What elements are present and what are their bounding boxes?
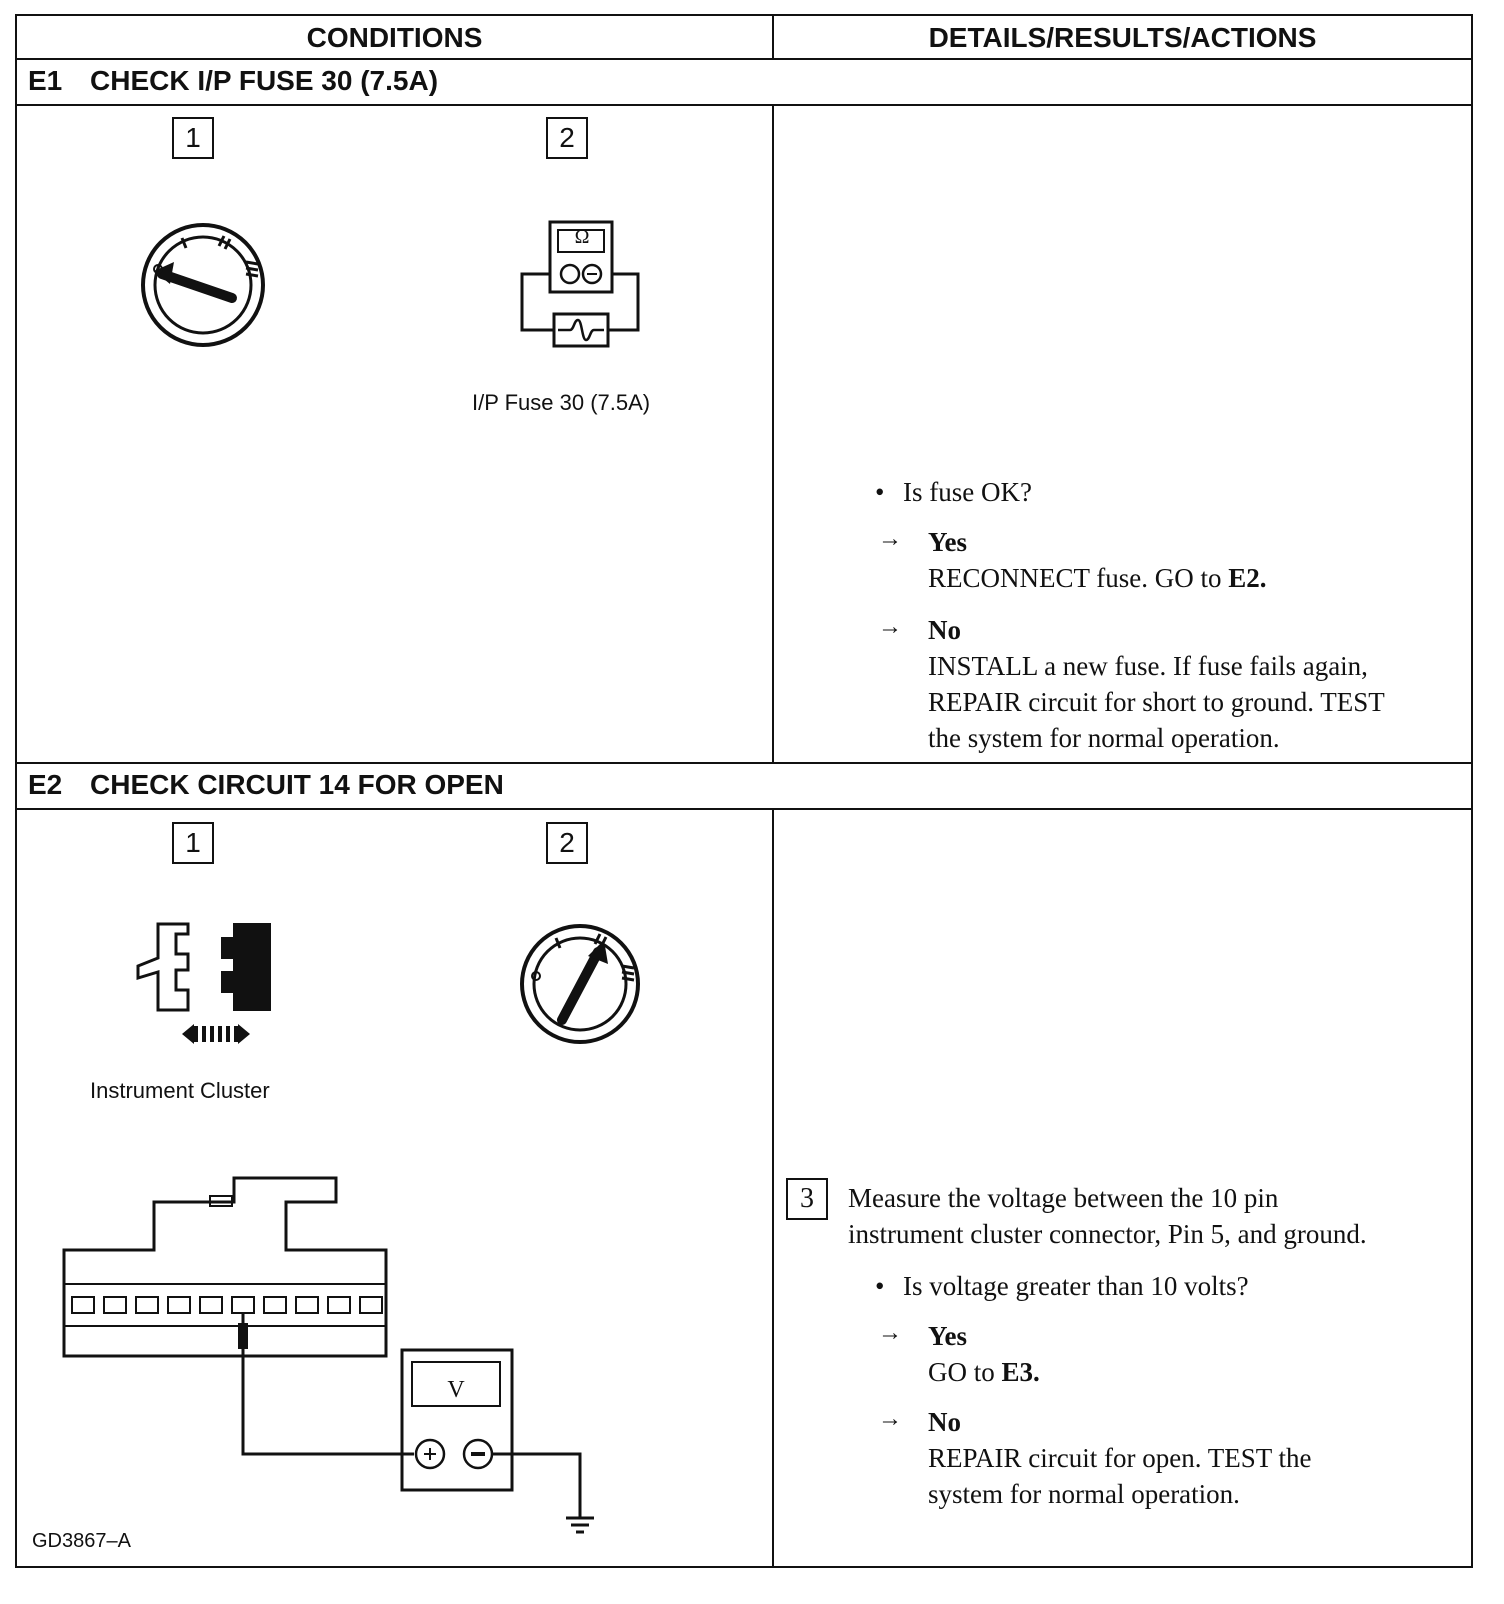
e1-bottom-divider (15, 762, 1473, 764)
e2-yes-label: Yes (928, 1321, 967, 1351)
fuse-caption: I/P Fuse 30 (7.5A) (472, 390, 651, 415)
figure-code: GD3867–A (32, 1530, 131, 1552)
ground-icon (566, 1516, 594, 1534)
e1-title-text: CHECK I/P FUSE 30 (7.5A) (90, 65, 439, 96)
ignition-switch-icon (141, 223, 265, 347)
header-column-divider (772, 14, 774, 60)
e2-code: E2 (28, 769, 63, 800)
e2-title: E2 CHECK CIRCUIT 14 FOR OPEN (28, 763, 504, 807)
connector-disconnect-icon (136, 922, 271, 1044)
e2-no-arrow-icon: → (878, 1406, 902, 1432)
e2-question: Is voltage greater than 10 volts? (875, 1268, 1249, 1304)
e2-yes-action: GO to E3. (928, 1354, 1040, 1390)
e1-yes-arrow-icon: → (878, 526, 902, 552)
e1-no-text-1: INSTALL a new fuse. If fuse fails again, (928, 651, 1368, 681)
e2-yes-text: GO to (928, 1357, 995, 1387)
e1-title: E1 CHECK I/P FUSE 30 (7.5A) (28, 59, 438, 103)
e1-no-text-3: the system for normal operation. (928, 723, 1280, 753)
e2-yes-arrow-icon: → (878, 1320, 902, 1346)
cluster-caption: Instrument Cluster (90, 1078, 270, 1103)
e2-step-2-box: 2 (546, 822, 588, 864)
e2-no-text-2: system for normal operation. (928, 1479, 1240, 1509)
e2-step-3-box: 3 (786, 1178, 828, 1220)
e2-title-text: CHECK CIRCUIT 14 FOR OPEN (90, 769, 504, 800)
ohmmeter-icon (520, 220, 640, 348)
e1-question: Is fuse OK? (875, 474, 1032, 510)
e2-column-divider (772, 808, 774, 1568)
procedure-table (15, 14, 1473, 1568)
e1-yes-goto: E2. (1228, 563, 1267, 593)
e1-code: E1 (28, 65, 63, 96)
e2-yes-goto: E3. (1001, 1357, 1040, 1387)
connector-pins (71, 1296, 383, 1314)
e1-yes-label: Yes (928, 527, 967, 557)
e2-no-text-1: REPAIR circuit for open. TEST the (928, 1443, 1312, 1473)
e1-step-2-box: 2 (546, 117, 588, 159)
e1-step-1-box: 1 (172, 117, 214, 159)
e2-title-divider (15, 808, 1473, 810)
ohmmeter-symbol: Ω (574, 226, 590, 248)
connector-measurement-diagram (62, 1176, 594, 1534)
e1-no-text-2: REPAIR circuit for short to ground. TEST (928, 687, 1385, 717)
e2-measure-1: Measure the voltage between the 10 pin (848, 1183, 1279, 1213)
e1-title-divider (15, 104, 1473, 106)
e1-no-label: No (928, 615, 961, 645)
e2-no-label: No (928, 1407, 961, 1437)
fuse-icon (552, 312, 610, 348)
e1-column-divider (772, 104, 774, 764)
e1-yes-action: RECONNECT fuse. GO to E2. (928, 560, 1267, 596)
header-divider (15, 58, 1473, 60)
ignition-switch-run-icon (520, 924, 640, 1044)
conditions-header: CONDITIONS (306, 22, 483, 53)
details-header: DETAILS/RESULTS/ACTIONS (928, 22, 1317, 53)
e1-no-arrow-icon: → (878, 614, 902, 640)
e2-step-1-box: 1 (172, 822, 214, 864)
voltmeter-icon (400, 1348, 514, 1492)
voltmeter-symbol: V (447, 1377, 465, 1403)
e2-measure-2: instrument cluster connector, Pin 5, and… (848, 1219, 1367, 1249)
e1-yes-text: RECONNECT fuse. GO to (928, 563, 1222, 593)
